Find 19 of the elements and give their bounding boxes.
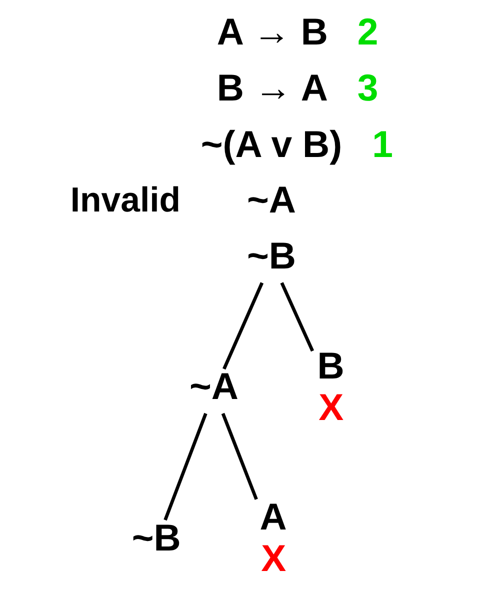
node-text: B → A bbox=[216, 66, 328, 109]
node-label: 1 bbox=[372, 122, 394, 165]
node-text: ~A bbox=[189, 365, 238, 408]
node-text: ~(A v B) bbox=[200, 122, 342, 165]
connector bbox=[280, 282, 314, 352]
node-text: ~A bbox=[247, 178, 296, 220]
node-text: B bbox=[317, 344, 344, 386]
node-text: A → B bbox=[216, 10, 328, 52]
connector bbox=[222, 282, 264, 370]
node-label: X bbox=[318, 386, 344, 428]
node-label: 2 bbox=[357, 10, 378, 52]
node-text: ~B bbox=[132, 516, 181, 558]
label: Invalid bbox=[70, 182, 181, 220]
connector bbox=[221, 412, 258, 500]
node-text: ~B bbox=[247, 234, 296, 277]
node-label: X bbox=[261, 537, 286, 580]
node-text: A bbox=[260, 496, 287, 538]
node-label: 3 bbox=[357, 66, 378, 109]
connector bbox=[164, 412, 208, 521]
